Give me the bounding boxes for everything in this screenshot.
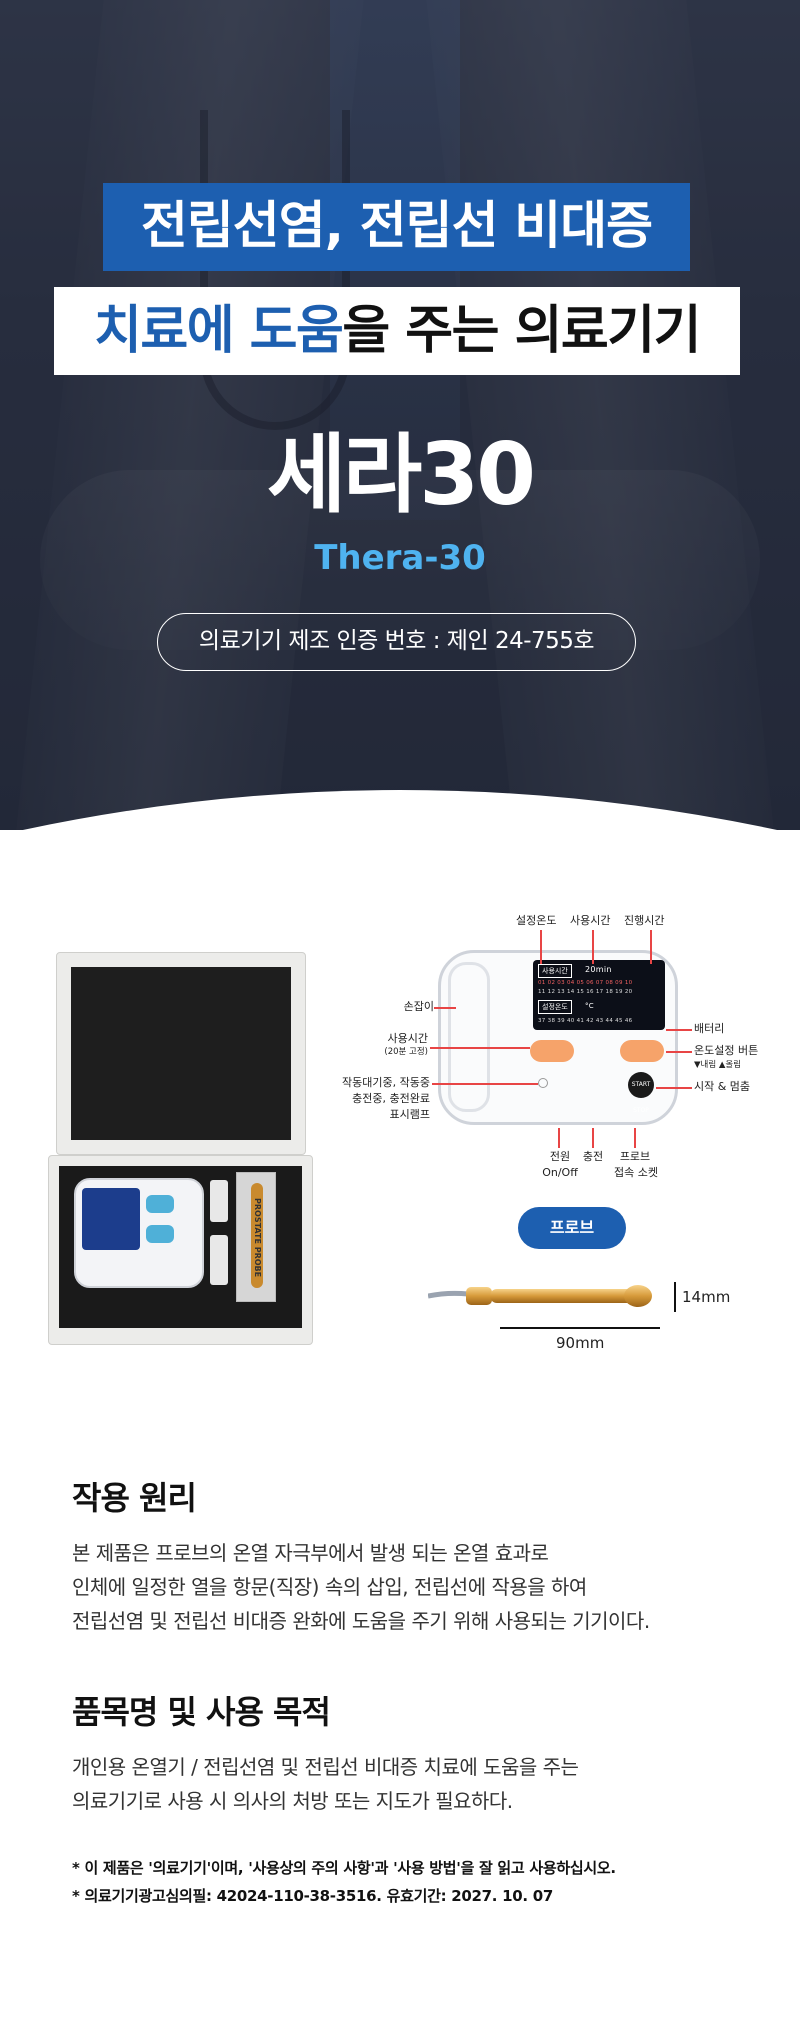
label-lamp-1: 작동대기중, 작동중 [342,1076,430,1089]
probe-length: 90mm [556,1334,605,1352]
headline-rest: 을 주는 의료기기 [342,301,701,361]
probe-pill-badge: 프로브 [518,1207,626,1249]
product-name-en: Thera-30 [314,538,486,578]
device-button-bottom [146,1225,174,1243]
principle-line-1: 본 제품은 프로브의 온열 자극부에서 발생 되는 온열 효과로 [72,1541,549,1565]
line-set-temp [540,930,542,964]
product-name: 세라30 [267,425,536,525]
line-probe-socket [634,1128,636,1148]
line-battery [666,1029,692,1031]
screen-celsius: °C [585,1002,594,1010]
label-handle: 손잡이 [403,1000,434,1013]
product-case-image: PROSTATE PROBE [48,940,313,1360]
label-use-time-left: 사용시간 [387,1032,428,1045]
hero-banner: 전립선염, 전립선 비대증 치료에 도움을 주는 의료기기 세라30 Thera… [0,0,800,830]
probe-image [428,1285,652,1307]
dim-diameter-line [674,1282,676,1312]
label-temp-button-sub: ▼내림 ▲올림 [694,1060,742,1070]
probe-package-text: PROSTATE PROBE [253,1198,262,1278]
line-charge [592,1128,594,1148]
line-use-time [592,930,594,964]
label-set-temp: 설정온도 [516,914,557,927]
probe-rod [251,1183,263,1288]
principle-line-2: 인체에 일정한 열을 항문(직장) 속의 삽입, 전립선에 작용을 하여 [72,1575,587,1599]
notice-caution: * 이 제품은 '의료기기'이며, '사용상의 주의 사항'과 '사용 방법'을… [72,1859,616,1877]
accessory-tube-2 [210,1235,228,1285]
screen-row3: 37 38 39 40 41 42 43 44 45 46 [538,1018,633,1024]
notice-ad-review: * 의료기기광고심의필: 42024-110-38-3516. 유효기간: 20… [72,1887,553,1905]
label-probe-socket: 프로브 [619,1150,651,1163]
timer-button [530,1040,574,1062]
device-screen [82,1188,140,1250]
status-lamp [538,1078,548,1088]
device-handle [448,962,490,1112]
label-start-stop: 시작 & 멈춤 [694,1080,751,1093]
start-stop-button: START STOP [628,1072,654,1114]
line-use-time-left [430,1047,530,1049]
label-use-time: 사용시간 [570,914,611,927]
lid-foam [71,967,291,1140]
label-power-sub: On/Off [542,1166,578,1179]
label-lamp-2: 충전중, 충전완료 [352,1092,430,1105]
line-lamp [432,1083,538,1085]
line-temp-button [666,1051,692,1053]
label-temp-button: 온도설정 버튼 [694,1044,759,1057]
probe-package: PROSTATE PROBE [236,1172,276,1302]
screen-use-time-label: 사용시간 [538,964,572,978]
label-progress-time: 진행시간 [624,914,665,927]
headline-highlight: 치료에 도움 [94,301,344,361]
certification-badge: 의료기기 제조 인증 번호 : 제인 24-755호 [157,613,636,671]
hero-overlay [0,0,800,830]
case-lid [56,952,306,1155]
purpose-body: 개인용 온열기 / 전립선염 및 전립선 비대증 치료에 도움을 주는 의료기기… [72,1750,579,1818]
label-probe-socket-sub: 접속 소켓 [614,1166,658,1179]
screen-minutes: 20min [585,965,612,974]
device-button-top [146,1195,174,1213]
accessory-tube-1 [210,1180,228,1222]
device-diagram: 사용시간 20min 01 02 03 04 05 06 07 08 09 10… [330,900,780,1190]
screen-row2: 11 12 13 14 15 16 17 18 19 20 [538,989,633,995]
screen-row1: 01 02 03 04 05 06 07 08 09 10 [538,980,633,986]
line-handle [434,1007,456,1009]
probe-diameter: 14mm [682,1288,731,1306]
headline-line2: 치료에 도움을 주는 의료기기 [54,287,740,375]
principle-title: 작용 원리 [72,1479,197,1517]
hero-curve [23,790,777,830]
purpose-line-1: 개인용 온열기 / 전립선염 및 전립선 비대증 치료에 도움을 주는 [72,1755,579,1779]
purpose-title: 품목명 및 사용 목적 [72,1693,331,1731]
line-start-stop [656,1087,692,1089]
label-lamp-3: 표시램프 [389,1108,430,1121]
screen-set-temp-label: 설정온도 [538,1000,572,1014]
label-charge: 충전 [582,1150,604,1163]
diagram-screen: 사용시간 20min 01 02 03 04 05 06 07 08 09 10… [533,960,665,1030]
headline-line1: 전립선염, 전립선 비대증 [103,183,690,271]
line-power [558,1128,560,1148]
dim-length-line [500,1327,660,1329]
principle-body: 본 제품은 프로브의 온열 자극부에서 발생 되는 온열 효과로 인체에 일정한… [72,1536,650,1638]
purpose-line-2: 의료기기로 사용 시 의사의 처방 또는 지도가 필요하다. [72,1789,513,1813]
doctor-arms [40,470,760,650]
temp-set-button [620,1040,664,1062]
line-progress-time [650,930,652,964]
label-power: 전원 [549,1150,571,1163]
principle-line-3: 전립선염 및 전립선 비대증 완화에 도움을 주기 위해 사용되는 기기이다. [72,1609,650,1633]
label-battery: 배터리 [694,1022,725,1035]
label-use-time-fixed: (20분 고정) [384,1047,428,1057]
